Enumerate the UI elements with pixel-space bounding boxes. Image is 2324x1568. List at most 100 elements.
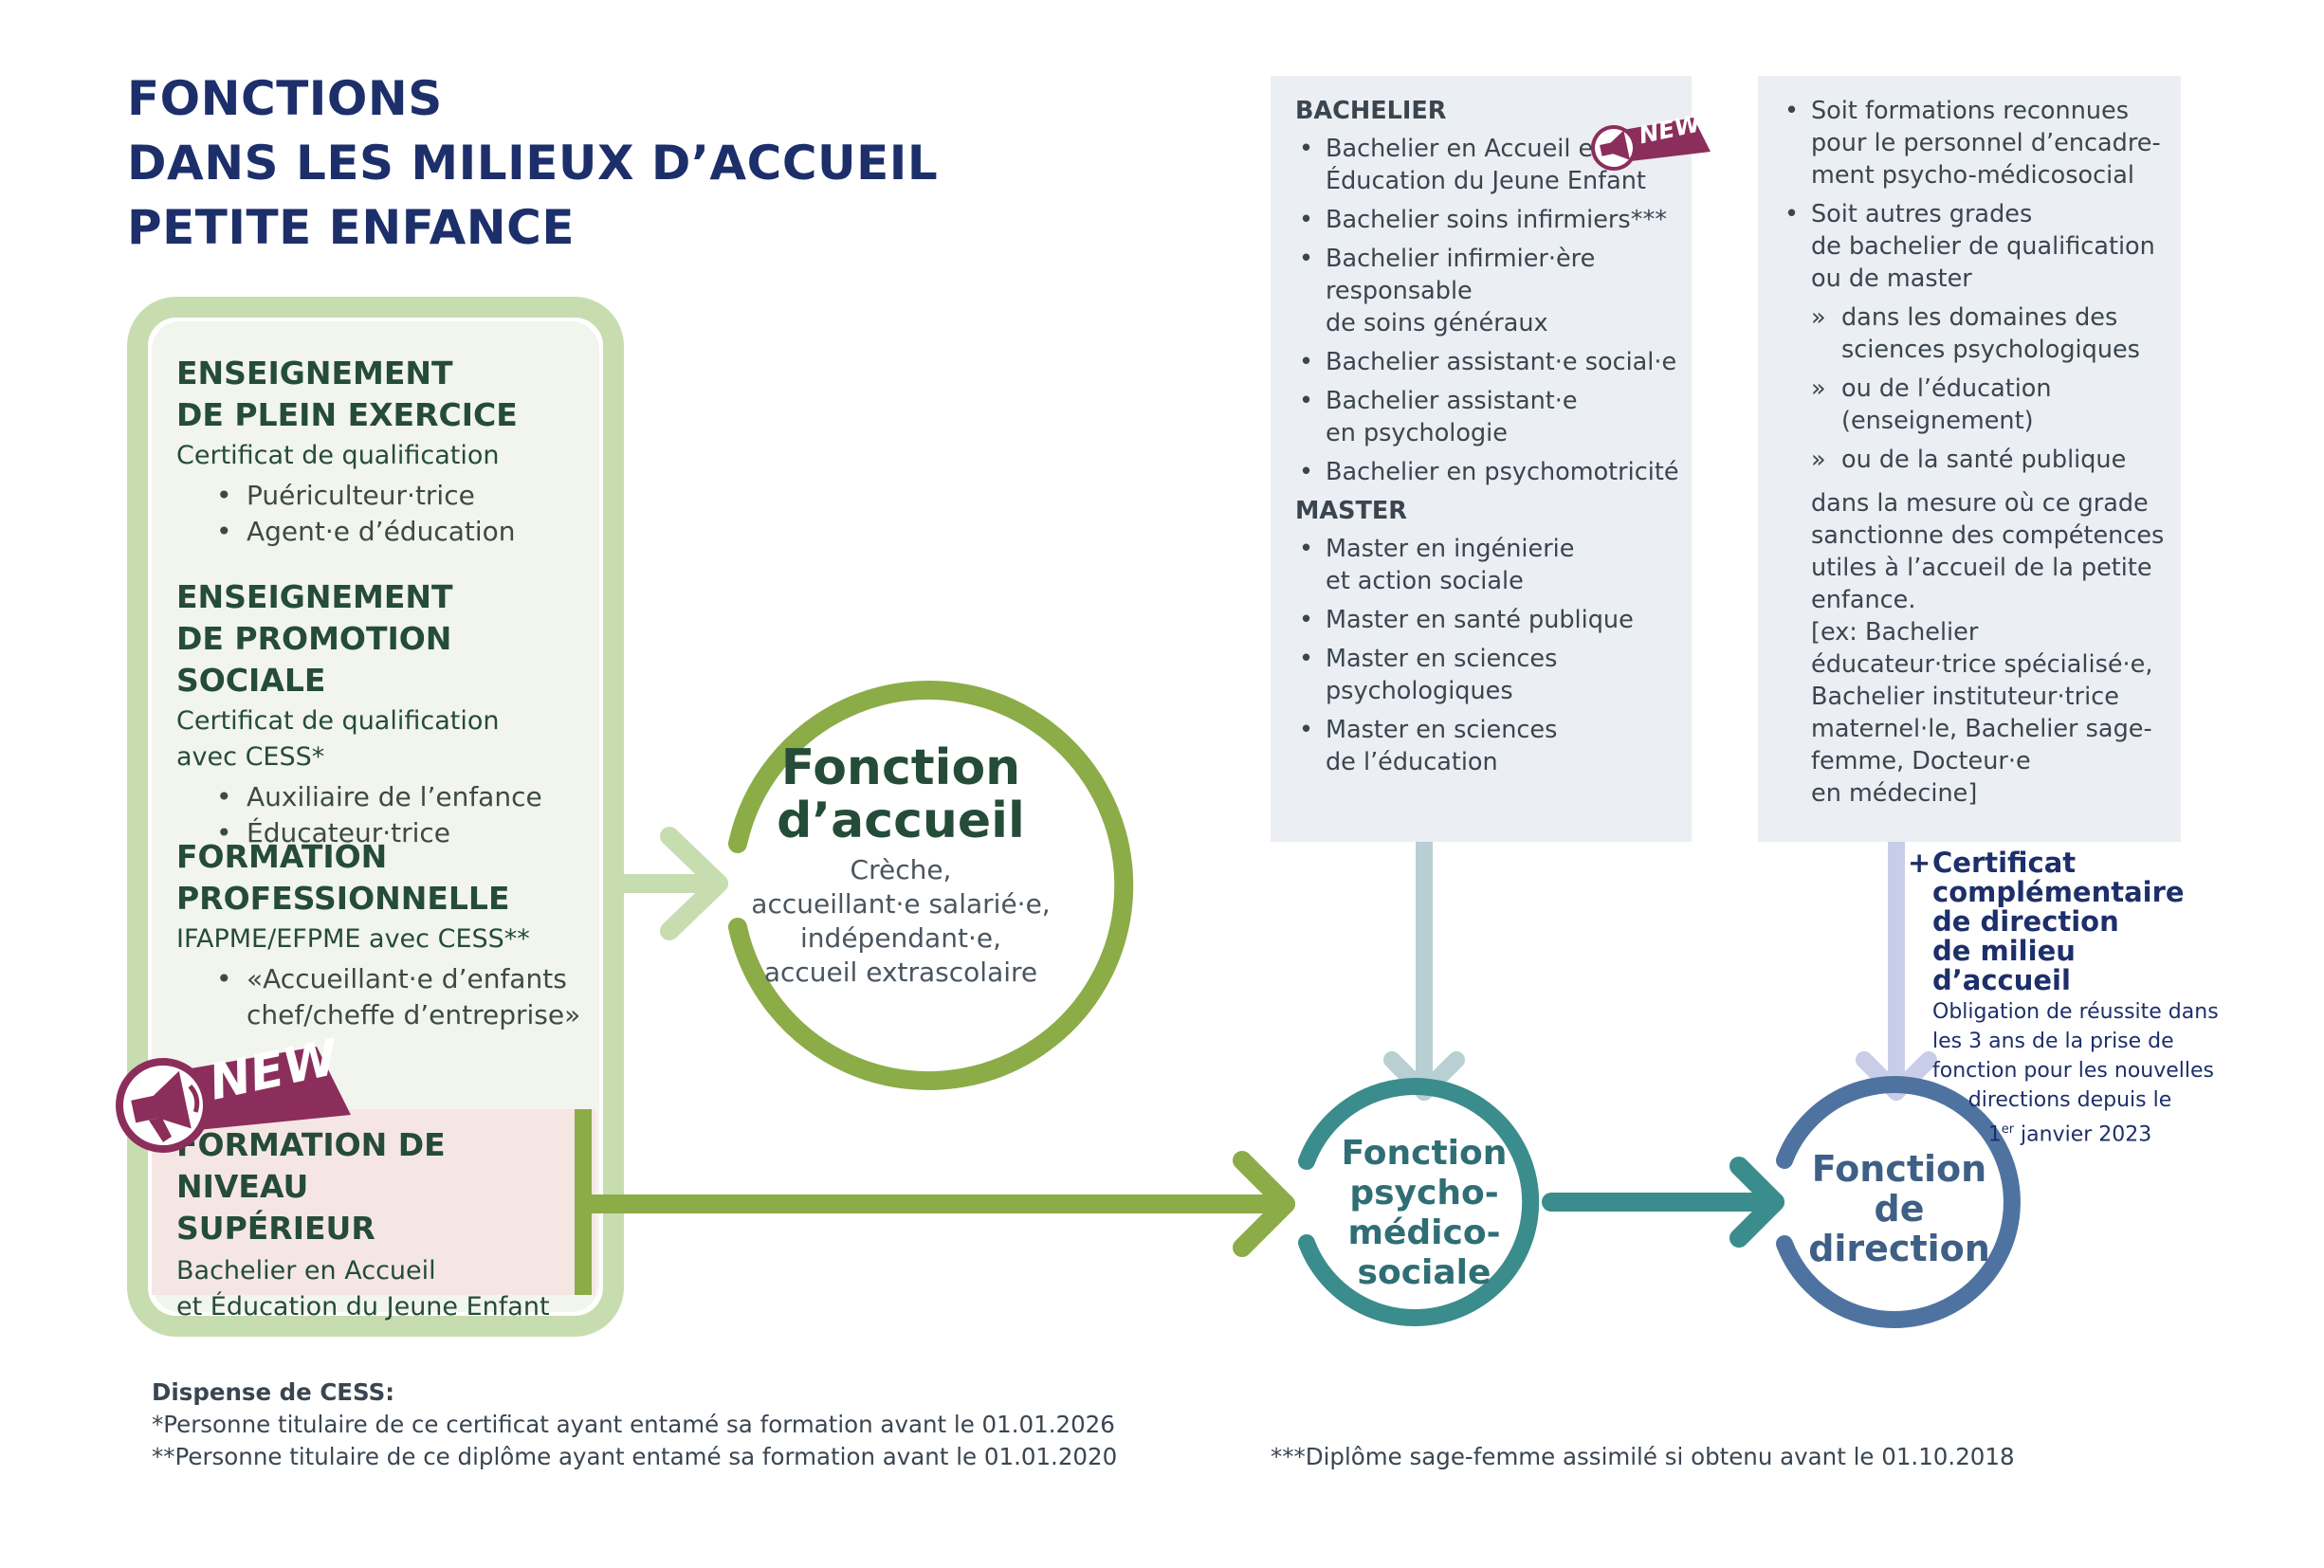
bachelier-item-line: Bachelier en psychomotricité — [1326, 458, 1679, 486]
section-heading-line: DE PLEIN EXERCICE — [176, 396, 518, 433]
certificate-heading-line: Certificat — [1932, 847, 2077, 879]
bachelier-item-line: Bachelier infirmier·ère — [1326, 245, 1596, 273]
footnote-line: ***Diplôme sage-femme assimilé si obtenu… — [1271, 1443, 2015, 1470]
qualification-option-line: Soit formations reconnues — [1811, 97, 2129, 125]
fonction-direction: Fonction de direction — [1788, 1149, 2010, 1268]
qualification-condition-line: dans la mesure où ce grade — [1811, 489, 2149, 518]
certificate-date-suffix: er — [2001, 1122, 2015, 1137]
certificate-heading-line: complémentaire — [1932, 876, 2185, 908]
arrow-to-accueil — [614, 827, 728, 940]
section-promotion-sociale: ENSEIGNEMENT DE PROMOTION SOCIALE Certif… — [176, 576, 594, 851]
qualification-option-line: ment psycho-médicosocial — [1811, 161, 2134, 190]
footnote-line: *Personne titulaire de ce certificat aya… — [152, 1411, 1115, 1438]
bachelier-master-list: BACHELIER Bachelier en Accueil etÉducati… — [1295, 95, 1684, 785]
qualification-condition-line: sanctionne des compétences — [1811, 521, 2165, 550]
qualification-list: Auxiliaire de l’enfance Éducateur·trice — [205, 779, 594, 851]
section-plein-exercice: ENSEIGNEMENT DE PLEIN EXERCICE Certifica… — [176, 353, 594, 550]
megaphone-icon — [1591, 118, 1711, 171]
section-subtitle-line: Certificat de qualification — [176, 706, 500, 736]
qualification-condition-line: [ex: Bachelier — [1811, 618, 1979, 647]
bachelier-item-line: Bachelier assistant·e — [1326, 387, 1578, 415]
title-line-1: FONCTIONS — [127, 71, 443, 126]
certificate-note-line: directions depuis le — [1967, 1088, 2172, 1112]
fonction-accueil-title: Fonction d’accueil — [721, 741, 1081, 848]
bachelier-item: Bachelier soins infirmiers*** — [1295, 204, 1684, 236]
bachelier-item-line: de soins généraux — [1326, 309, 1548, 337]
section-formation-professionnelle: FORMATION PROFESSIONNELLE IFAPME/EFPME a… — [176, 836, 594, 1033]
fonction-psycho-line: Fonction — [1341, 1134, 1508, 1173]
bachelier-item-line: en psychologie — [1326, 419, 1508, 447]
fonction-accueil-title-line: Fonction — [780, 739, 1021, 796]
master-item-line: Master en sciences — [1326, 716, 1558, 744]
fonction-accueil-sub-line: accueil extrascolaire — [763, 957, 1038, 988]
qualification-list: Puériculteur·trice Agent·e d’éducation — [205, 478, 594, 550]
master-item-line: et action sociale — [1326, 567, 1524, 595]
list-item: Éducateur·trice — [205, 815, 594, 851]
master-heading: MASTER — [1295, 497, 1407, 525]
section-subtitle: Certificat de qualification — [176, 441, 500, 470]
footnote-heading: Dispense de CESS: — [152, 1378, 395, 1406]
list-item: Auxiliaire de l’enfance — [205, 779, 594, 815]
title-line-2: DANS LES MILIEUX D’ACCUEIL — [127, 136, 939, 191]
megaphone-icon — [116, 1047, 351, 1153]
certificate-heading-line: de milieu — [1932, 935, 2076, 967]
list-item-line: chef/cheffe d’entreprise» — [247, 999, 581, 1030]
section-heading-line: PROFESSIONNELLE — [176, 880, 510, 917]
arrow-to-psycho — [582, 1151, 1295, 1257]
qualification-condition: dans la mesure où ce grade sanctionne des… — [1811, 487, 2169, 810]
master-item-line: psychologiques — [1326, 677, 1513, 705]
section-heading: ENSEIGNEMENT DE PLEIN EXERCICE — [176, 353, 594, 436]
fonction-psycho-line: médico- — [1347, 1213, 1501, 1252]
domain-item-line: ou de la santé publique — [1841, 446, 2127, 474]
certificate-note-date: 1er janvier 2023 — [1894, 1115, 2245, 1149]
qualification-condition-line: en médecine] — [1811, 779, 1978, 808]
bachelier-item-line: Bachelier soins infirmiers*** — [1326, 206, 1667, 234]
page-title: FONCTIONS DANS LES MILIEUX D’ACCUEIL PET… — [127, 66, 980, 260]
master-item-line: de l’éducation — [1326, 748, 1498, 776]
list-item-line: «Accueillant·e d’enfants — [247, 963, 567, 994]
master-item: Master en sciences de l’éducation — [1295, 714, 1684, 778]
section-subtitle: Certificat de qualification avec CESS* — [176, 703, 594, 775]
fonction-psycho-line: sociale — [1357, 1253, 1491, 1292]
section-heading: ENSEIGNEMENT DE PROMOTION SOCIALE — [176, 576, 594, 702]
certificate-date-rest: janvier 2023 — [2014, 1122, 2152, 1147]
qualification-option-line: Soit autres grades — [1811, 200, 2033, 228]
section-heading-line: DE PROMOTION SOCIALE — [176, 620, 452, 699]
domain-item-line: (enseignement) — [1841, 407, 2034, 435]
new-badge-large: NEW — [106, 1030, 362, 1162]
fonction-direction-line: direction — [1808, 1228, 1990, 1269]
fonction-accueil: Fonction d’accueil Crèche, accueillant·e… — [721, 741, 1081, 990]
bachelier-heading: BACHELIER — [1295, 97, 1447, 125]
fonction-direction-line: de — [1874, 1188, 1925, 1230]
bachelier-item-line: Bachelier assistant·e social·e — [1326, 348, 1677, 376]
cess-exemption-notes: Dispense de CESS: *Personne titulaire de… — [152, 1377, 1195, 1473]
domain-item: ou de la santé publique — [1811, 444, 2169, 476]
section-subtitle-line: et Éducation du Jeune Enfant — [176, 1292, 550, 1322]
section-heading-line: FORMATION — [176, 838, 388, 875]
qualification-condition-line: utiles à l’accueil de la petite — [1811, 554, 2152, 582]
certificate-note-line: fonction pour les nouvelles — [1932, 1059, 2215, 1083]
domain-item: ou de l’éducation(enseignement) — [1811, 373, 2169, 437]
fonction-direction-line: Fonction — [1811, 1148, 1987, 1190]
new-training-highlight — [152, 1109, 595, 1295]
plus-icon: + — [1908, 847, 1931, 879]
qualification-condition-line: enfance. — [1811, 586, 1916, 614]
arrow-panel-to-direction — [1856, 833, 1937, 1101]
section-subtitle-line: avec CESS* — [176, 742, 325, 772]
section-subtitle: IFAPME/EFPME avec CESS** — [176, 924, 530, 954]
qualification-condition-line: maternel·le, Bachelier sage- — [1811, 715, 2152, 743]
section-heading-line: SUPÉRIEUR — [176, 1210, 375, 1247]
section-heading: FORMATION DE NIVEAU SUPÉRIEUR — [176, 1124, 575, 1249]
